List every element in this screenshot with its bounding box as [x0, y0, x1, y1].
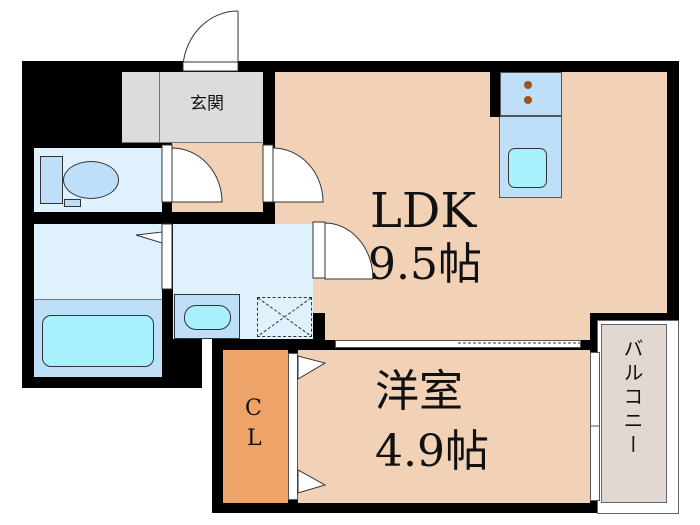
room-closet: [223, 350, 288, 503]
label-closet-c: C: [245, 396, 262, 421]
label-ldk: LDK: [370, 183, 477, 239]
washroom-door-icon: [324, 222, 374, 280]
entrance-step-line: [159, 72, 160, 142]
entry-door-icon: [183, 11, 238, 71]
hall-door-icon: [272, 147, 324, 203]
closet-door[interactable]: [288, 353, 298, 500]
burner-icon: [524, 81, 532, 89]
burner-icon: [524, 96, 532, 104]
toilet-bowl: [63, 161, 119, 199]
toilet-door-icon: [171, 147, 223, 203]
toilet-paper: [64, 199, 81, 207]
label-western-size: 4.9帖: [375, 426, 489, 477]
room-western: [298, 350, 590, 503]
toilet-tank: [40, 156, 63, 204]
room-ldk-lower: [325, 300, 590, 340]
bath-door-icon: [135, 231, 163, 244]
label-balcony: バルコニー: [620, 338, 644, 458]
label-ldk-size: 9.5帖: [368, 239, 482, 290]
bathtub-icon: [42, 315, 154, 367]
kitchen-stove: [500, 72, 562, 116]
label-entrance: 玄関: [190, 94, 224, 114]
room-entrance: [122, 72, 263, 142]
washbasin-icon: [184, 305, 231, 330]
kitchen-sink-icon: [508, 148, 547, 188]
washer-space-icon: [257, 297, 312, 337]
sliding-door-ldk[interactable]: [335, 340, 581, 348]
label-closet-l: L: [247, 426, 262, 451]
entrance-edge-line: [122, 142, 263, 143]
label-western: 洋室: [375, 366, 463, 417]
room-balcony: [601, 324, 667, 503]
kitchen-wall: [490, 72, 500, 117]
